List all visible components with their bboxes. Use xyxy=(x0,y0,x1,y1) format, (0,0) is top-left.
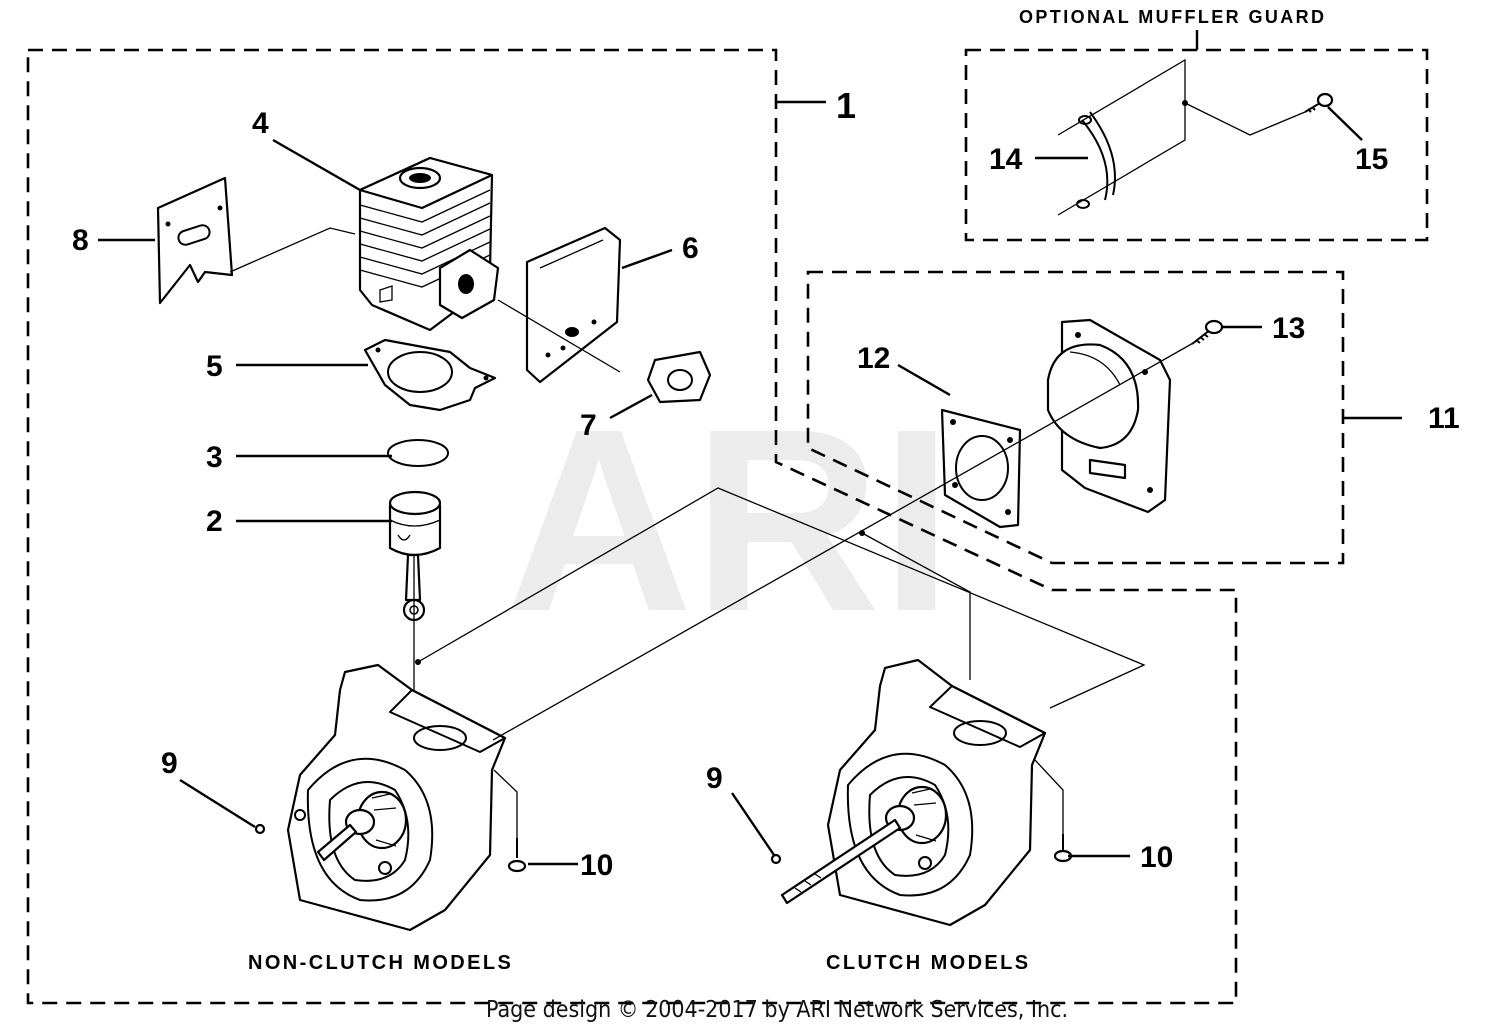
crankcase-clutch xyxy=(780,658,1047,927)
part-14-muffler-guard xyxy=(1076,111,1116,209)
non-clutch-models-label: NON-CLUTCH MODELS xyxy=(248,952,513,974)
callout-8: 8 xyxy=(72,224,89,257)
part-8-gasket xyxy=(156,176,234,305)
part-3-piston-ring xyxy=(387,439,449,467)
assembly-lines xyxy=(229,58,1306,838)
ari-watermark: ARI xyxy=(505,376,953,666)
part-13-bolt xyxy=(1191,319,1224,345)
callout-9-left: 9 xyxy=(161,747,178,780)
part-6-gasket-plate xyxy=(525,226,622,384)
part-11-muffler xyxy=(1046,318,1172,514)
callout-7: 7 xyxy=(580,409,597,442)
callout-9-right: 9 xyxy=(706,762,723,795)
part-2-piston xyxy=(388,490,442,622)
callout-12: 12 xyxy=(857,342,890,375)
part-9-pin-right xyxy=(770,853,782,865)
part-7-small-gasket xyxy=(646,350,712,404)
callout-14: 14 xyxy=(989,143,1023,176)
callout-leaders xyxy=(98,106,1363,866)
callout-2: 2 xyxy=(206,505,223,538)
crankcase-non-clutch xyxy=(286,663,507,932)
callout-3: 3 xyxy=(206,441,223,474)
muffler-guard-title: OPTIONAL MUFFLER GUARD xyxy=(1019,7,1326,27)
group-1-outline xyxy=(26,48,1238,1005)
part-4-cylinder xyxy=(358,156,500,332)
callout-13: 13 xyxy=(1272,312,1305,345)
clutch-models-label: CLUTCH MODELS xyxy=(826,952,1031,974)
callout-6: 6 xyxy=(682,232,699,265)
callout-11: 11 xyxy=(1428,402,1460,435)
part-12-muffler-gasket xyxy=(940,408,1022,529)
callout-1: 1 xyxy=(836,85,856,126)
copyright-credit: Page design © 2004-2017 by ARI Network S… xyxy=(486,997,1068,1023)
callout-10-right: 10 xyxy=(1140,841,1173,874)
callout-4: 4 xyxy=(252,107,269,140)
callout-15: 15 xyxy=(1355,143,1388,176)
group-11-outline xyxy=(806,270,1345,565)
callout-5: 5 xyxy=(206,350,223,383)
part-5-base-gasket xyxy=(363,338,497,412)
part-15-screw xyxy=(1304,92,1334,113)
part-10-screw-left xyxy=(507,838,527,873)
callout-10-left: 10 xyxy=(580,849,613,882)
part-9-pin-left xyxy=(254,823,266,835)
